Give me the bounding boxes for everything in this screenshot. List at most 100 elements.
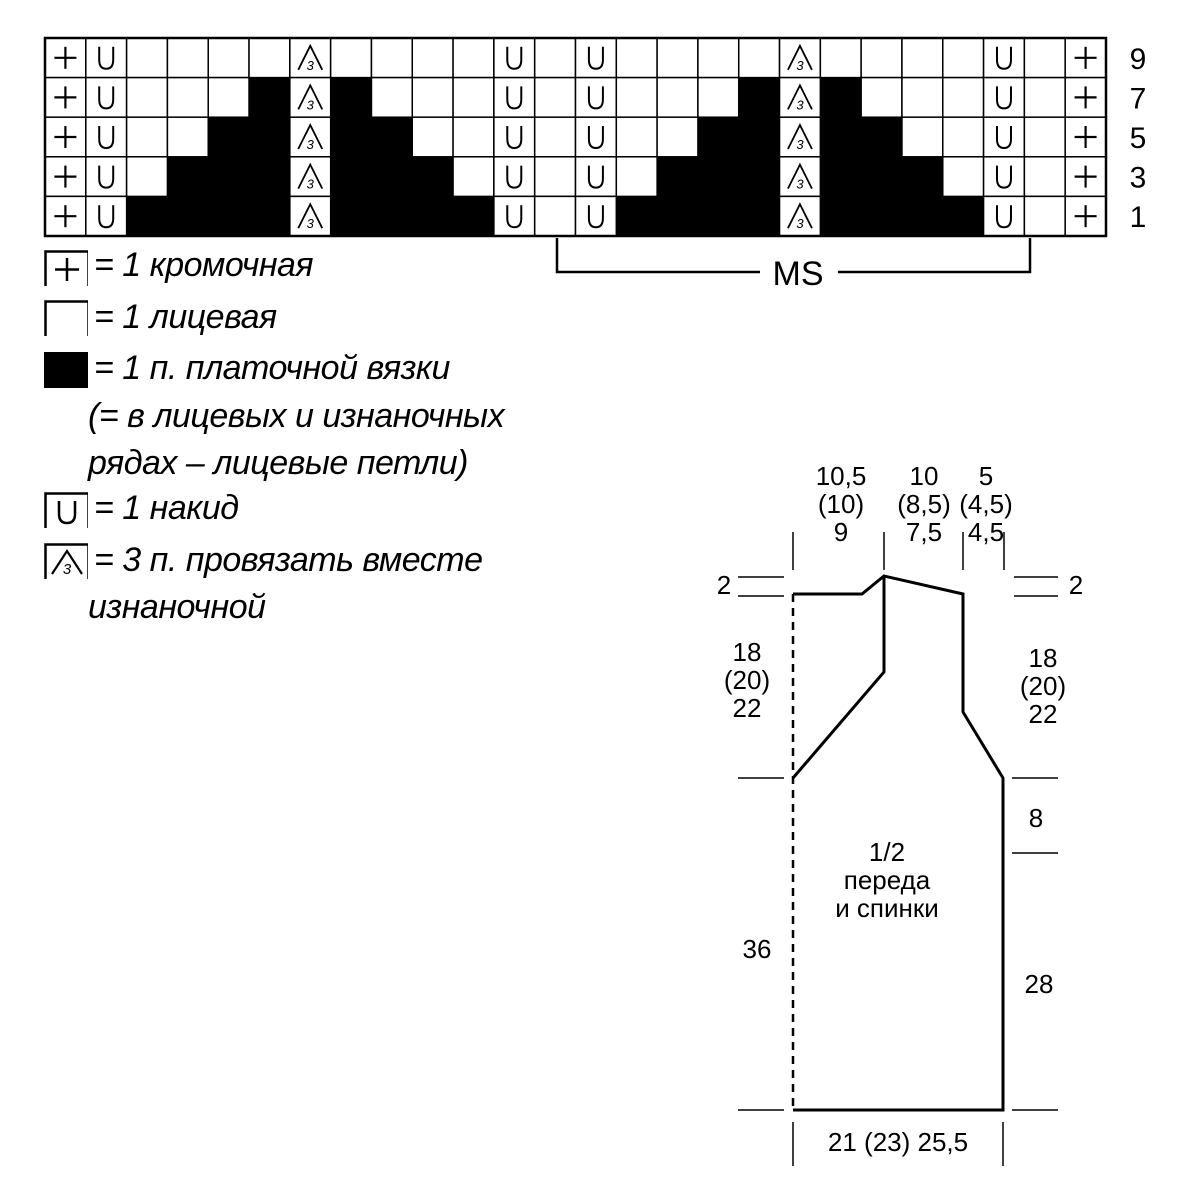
row-number: 9: [1130, 43, 1147, 76]
top-left-width-label: 10,5 (10) 9: [806, 462, 876, 546]
chart-cell: [1023, 116, 1066, 158]
chart-cell: [330, 196, 373, 237]
chart-cell: [615, 156, 658, 198]
svg-text:3: 3: [796, 58, 804, 73]
chart-cell: [493, 76, 536, 118]
chart-cell: [820, 77, 862, 118]
legend-selvedge-text: = 1 кромочная: [94, 246, 314, 284]
chart-cell: [208, 117, 250, 158]
chart-cell: [44, 156, 87, 198]
garment-schema: [738, 532, 1058, 1166]
chart-cell: [411, 76, 454, 118]
bottom-width-label: 21 (23) 25,5: [827, 1127, 969, 1157]
chart-cell: [820, 117, 862, 158]
piece-title-line: переда: [843, 865, 931, 895]
chart-cell: [820, 196, 862, 237]
chart-cell: [615, 76, 658, 118]
repeat-bracket: MS: [555, 238, 1032, 293]
svg-text:3: 3: [307, 97, 315, 112]
svg-text:3: 3: [307, 137, 315, 152]
purl-3-together-symbol: 3: [44, 543, 88, 579]
chart-cell: [861, 117, 903, 158]
left-shoulder-drop-label: 2: [716, 570, 732, 600]
chart-cell: [1064, 116, 1107, 158]
chart-cell: [125, 156, 169, 198]
chart-cell: [533, 156, 577, 198]
selvedge-symbol: [44, 250, 88, 286]
chart-cell: [85, 195, 128, 237]
legend-k3tog-text-1: = 3 п. провязать вместе: [94, 541, 483, 579]
chart-cell: [615, 37, 658, 79]
chart-cell: [697, 196, 740, 237]
chart-cell: [330, 77, 373, 118]
left-armhole-label: 18 (20) 22: [712, 638, 782, 722]
chart-cell: [697, 37, 740, 79]
chart-cell: [166, 76, 209, 118]
chart-cell: [738, 156, 781, 197]
chart-cell: [1023, 156, 1066, 198]
chart-cell: [738, 196, 781, 237]
chart-cell: [208, 156, 250, 197]
dim-text: (20): [1019, 671, 1067, 701]
chart-cell: [860, 76, 903, 118]
chart-cell: [738, 77, 781, 118]
chart-cell: [249, 77, 291, 118]
chart-cell: [167, 156, 209, 197]
chart-cell: 3: [289, 76, 332, 118]
dim-text: 18: [732, 637, 762, 667]
chart-cell: 3: [778, 37, 822, 79]
dim-text: 10,5: [815, 461, 867, 491]
chart-cell: [533, 195, 577, 237]
chart-cell: [493, 116, 536, 158]
svg-text:3: 3: [796, 177, 804, 192]
chart-cell: [249, 196, 291, 237]
right-shoulder-drop-label: 2: [1068, 570, 1084, 600]
chart-cell: [125, 37, 169, 79]
chart-cell: [125, 76, 169, 118]
row-number: 7: [1130, 82, 1147, 115]
row-number: 1: [1130, 201, 1147, 234]
chart-cell: [493, 195, 536, 237]
repeat-bracket-left: [555, 238, 760, 274]
dim-text: 9: [833, 517, 849, 547]
chart-cell: [452, 76, 495, 118]
chart-cell: 3: [289, 195, 332, 237]
chart-cell: [697, 117, 740, 158]
chart-cell: [942, 37, 985, 79]
dim-text: (8,5): [897, 489, 951, 519]
right-armhole-label: 18 (20) 22: [1008, 644, 1078, 728]
dim-text: (10): [817, 489, 865, 519]
chart-cell: [207, 76, 250, 118]
legend-garter-text-1: = 1 п. платочной вязки: [94, 349, 450, 387]
chart-cell: [1064, 37, 1107, 79]
chart-cell: [249, 156, 291, 197]
dim-text: 4,5: [967, 517, 1005, 547]
chart-cell: [861, 196, 903, 237]
chart-cell: [533, 116, 577, 158]
chart-cell: [329, 37, 373, 79]
chart-cell: [901, 196, 944, 237]
chart-cell: [901, 156, 944, 197]
chart-cell: [85, 116, 128, 158]
dim-text: 10: [909, 461, 939, 491]
chart-cell: [574, 76, 618, 118]
chart-cell: [656, 116, 699, 158]
chart-cell: [412, 156, 454, 197]
dim-text: 5: [978, 461, 994, 491]
knit-symbol: [44, 300, 88, 336]
chart-cell: [901, 116, 944, 158]
chart-cell: [901, 37, 944, 79]
chart-cell: [249, 117, 291, 158]
chart-cell: [493, 156, 536, 198]
chart-cell: 3: [289, 156, 332, 198]
chart-cell: [452, 116, 495, 158]
chart-cell: [820, 156, 862, 197]
svg-text:3: 3: [307, 177, 315, 192]
repeat-label: MS: [773, 255, 824, 293]
svg-text:3: 3: [307, 58, 315, 73]
chart-cell: [942, 76, 985, 118]
chart-cell: [861, 156, 903, 197]
legend-garter-text-2: (= в лицевых и изнаночных: [88, 397, 505, 435]
piece-title-line: 1/2: [868, 837, 906, 867]
